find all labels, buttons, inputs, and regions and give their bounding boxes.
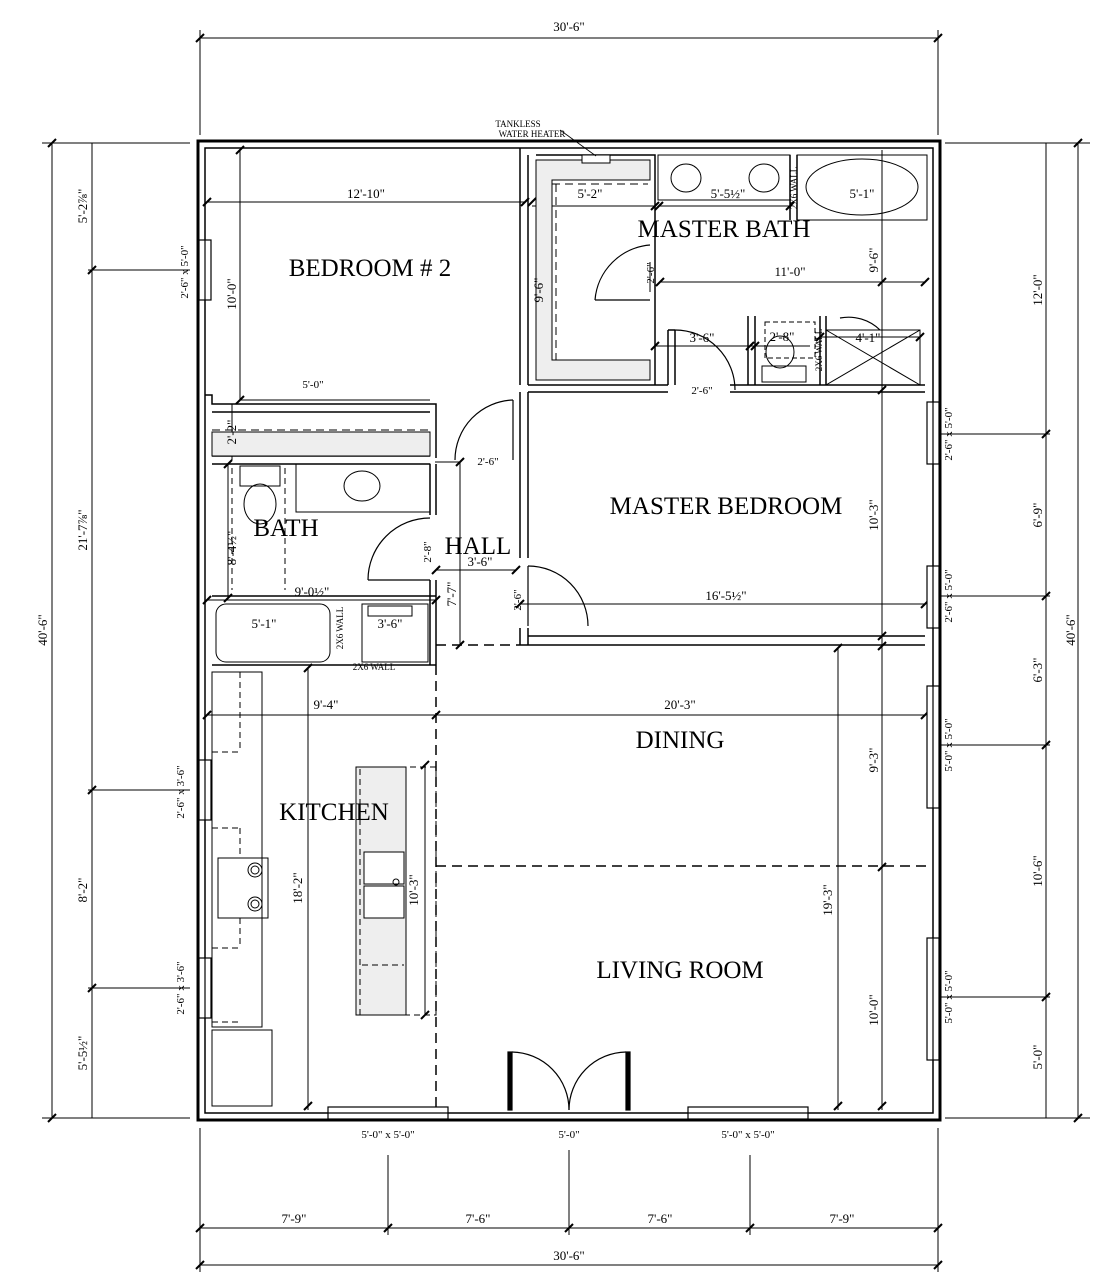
- dim-mb-passage: 3'-6": [690, 330, 715, 345]
- dim-tub-mb: 5'-1": [850, 186, 875, 201]
- note-2x6-wall: 2X6 WALL: [353, 662, 396, 672]
- dim-window-left-3: 2'-6" x 3'-6": [175, 961, 187, 1014]
- fixtures: [211, 154, 928, 1107]
- dim-window-left-2: 2'-6" x 3'-6": [175, 765, 187, 818]
- doors: [367, 244, 881, 1111]
- room-label-hall: HALL: [445, 533, 512, 560]
- dim-kitchen-depth: 18'-2": [290, 872, 305, 903]
- dim-mbr-width: 16'-5½": [705, 588, 746, 603]
- dim-bed2-depth: 10'-0": [224, 278, 239, 309]
- dim-bed2-width: 12'-10": [347, 186, 385, 201]
- dim-right-total: 40'-6": [1063, 614, 1078, 645]
- room-label-bath: BATH: [253, 515, 318, 542]
- room-label-dining: DINING: [636, 727, 725, 754]
- room-label-master-bath: MASTER BATH: [638, 216, 811, 243]
- room-labels: BEDROOM # 2 MASTER BATH MASTER BEDROOM B…: [253, 216, 842, 984]
- dim-bottom-seg-2: 7'-6": [466, 1211, 491, 1226]
- dim-bath-door: 2'-8": [422, 541, 434, 562]
- dim-dining-width: 20'-3": [664, 697, 695, 712]
- dim-mbr-entry: 2'-6": [512, 589, 524, 610]
- dim-bath-vanity: 3'-6": [378, 616, 403, 631]
- dim-right-seg-3: 6'-3": [1030, 658, 1045, 683]
- overall-dimensions: 30'-6" 30'-6" 7'-9" 7'-6" 7'-6" 7'-9" 5'…: [35, 19, 1078, 1263]
- dim-living-depth-total: 19'-3": [820, 884, 835, 915]
- interior-walls: [205, 148, 930, 1110]
- dim-closet-depth: 2'-2": [224, 420, 239, 445]
- dim-window-right-4: 5'-0" x 5'-0": [943, 970, 955, 1023]
- dim-island: 10'-3": [406, 874, 421, 905]
- dim-top-width: 30'-6": [553, 19, 584, 34]
- notes: TANKLESS WATER HEATER 2X6 WALL 2X6 WALL …: [335, 119, 824, 672]
- dim-bottom-width: 30'-6": [553, 1248, 584, 1263]
- dim-right-seg-4: 10'-6": [1030, 855, 1045, 886]
- note-tankless: TANKLESS: [495, 119, 540, 129]
- note-2x6-wall-bath: 2X6 WALL: [335, 607, 345, 650]
- dim-kitchen-width: 9'-4": [314, 697, 339, 712]
- dim-mb-closet-width: 5'-2": [578, 186, 603, 201]
- dim-window-bottom-2: 5'-0" x 5'-0": [721, 1129, 774, 1141]
- dim-hall-door: 2'-6": [477, 456, 498, 468]
- dim-mb-depth: 9'-6": [866, 248, 881, 273]
- dim-shower-width: 4'-1": [856, 330, 881, 345]
- note-water-heater: WATER HEATER: [499, 129, 566, 139]
- dim-left-seg-1: 5'-2⅞": [75, 189, 90, 224]
- dim-wc-width: 2'-8": [770, 329, 795, 344]
- dim-mb-width: 11'-0": [775, 264, 806, 279]
- dim-vanity-width: 5'-5½": [711, 186, 746, 201]
- dim-hall-width: 3'-6": [468, 554, 493, 569]
- dim-right-seg-5: 5'-0": [1030, 1045, 1045, 1070]
- dim-window-left-1: 2'-6" x 5'-0": [179, 245, 191, 298]
- dim-living-depth: 10'-0": [866, 994, 881, 1025]
- room-label-living-room: LIVING ROOM: [596, 957, 763, 984]
- dim-mbr-depth: 10'-3": [866, 499, 881, 530]
- room-label-kitchen: KITCHEN: [279, 799, 389, 826]
- dim-hall-depth: 7'-7": [444, 582, 459, 607]
- dim-mbr-door: 2'-6": [691, 385, 712, 397]
- dim-window-right-2: 2'-6" x 5'-0": [943, 569, 955, 622]
- dim-left-seg-4: 5'-5½": [75, 1036, 90, 1071]
- dim-closet-width: 5'-0": [302, 379, 323, 391]
- dim-left-seg-2: 21'-7⅞": [75, 509, 90, 550]
- dim-bath-tub: 5'-1": [252, 616, 277, 631]
- dim-left-seg-3: 8'-2": [75, 878, 90, 903]
- dim-dining-depth: 9'-3": [866, 748, 881, 773]
- dim-bottom-seg-3: 7'-6": [648, 1211, 673, 1226]
- dim-mb-closet-depth: 9'-6": [531, 278, 546, 303]
- dim-bath-depth: 8'-4½": [224, 531, 239, 566]
- dim-window-right-1: 2'-6" x 5'-0": [943, 407, 955, 460]
- dim-right-seg-2: 6'-9": [1030, 503, 1045, 528]
- dim-bath-width: 9'-0½": [295, 584, 330, 599]
- dim-door-bottom: 5'-0": [558, 1129, 579, 1141]
- windows: [198, 239, 940, 1120]
- dim-mb-door: 2'-6": [645, 262, 657, 283]
- dim-window-bottom-1: 5'-0" x 5'-0": [361, 1129, 414, 1141]
- dim-right-seg-1: 12'-0": [1030, 274, 1045, 305]
- note-2x6-wall-wc: 2X6 WALL: [814, 329, 824, 372]
- note-2x6-wall-master: 2X6 WALL: [789, 167, 799, 210]
- interior-dimensions: 12'-10" 10'-0" 5'-0" 2'-2" 5'-2" 9'-6" 5…: [224, 186, 881, 1026]
- dim-window-right-3: 5'-0" x 5'-0": [943, 718, 955, 771]
- room-label-bedroom-2: BEDROOM # 2: [289, 255, 452, 282]
- dim-bottom-seg-1: 7'-9": [282, 1211, 307, 1226]
- exterior-walls: [196, 139, 942, 1122]
- dim-left-total: 40'-6": [35, 614, 50, 645]
- room-label-master-bedroom: MASTER BEDROOM: [610, 493, 843, 520]
- dim-bottom-seg-4: 7'-9": [830, 1211, 855, 1226]
